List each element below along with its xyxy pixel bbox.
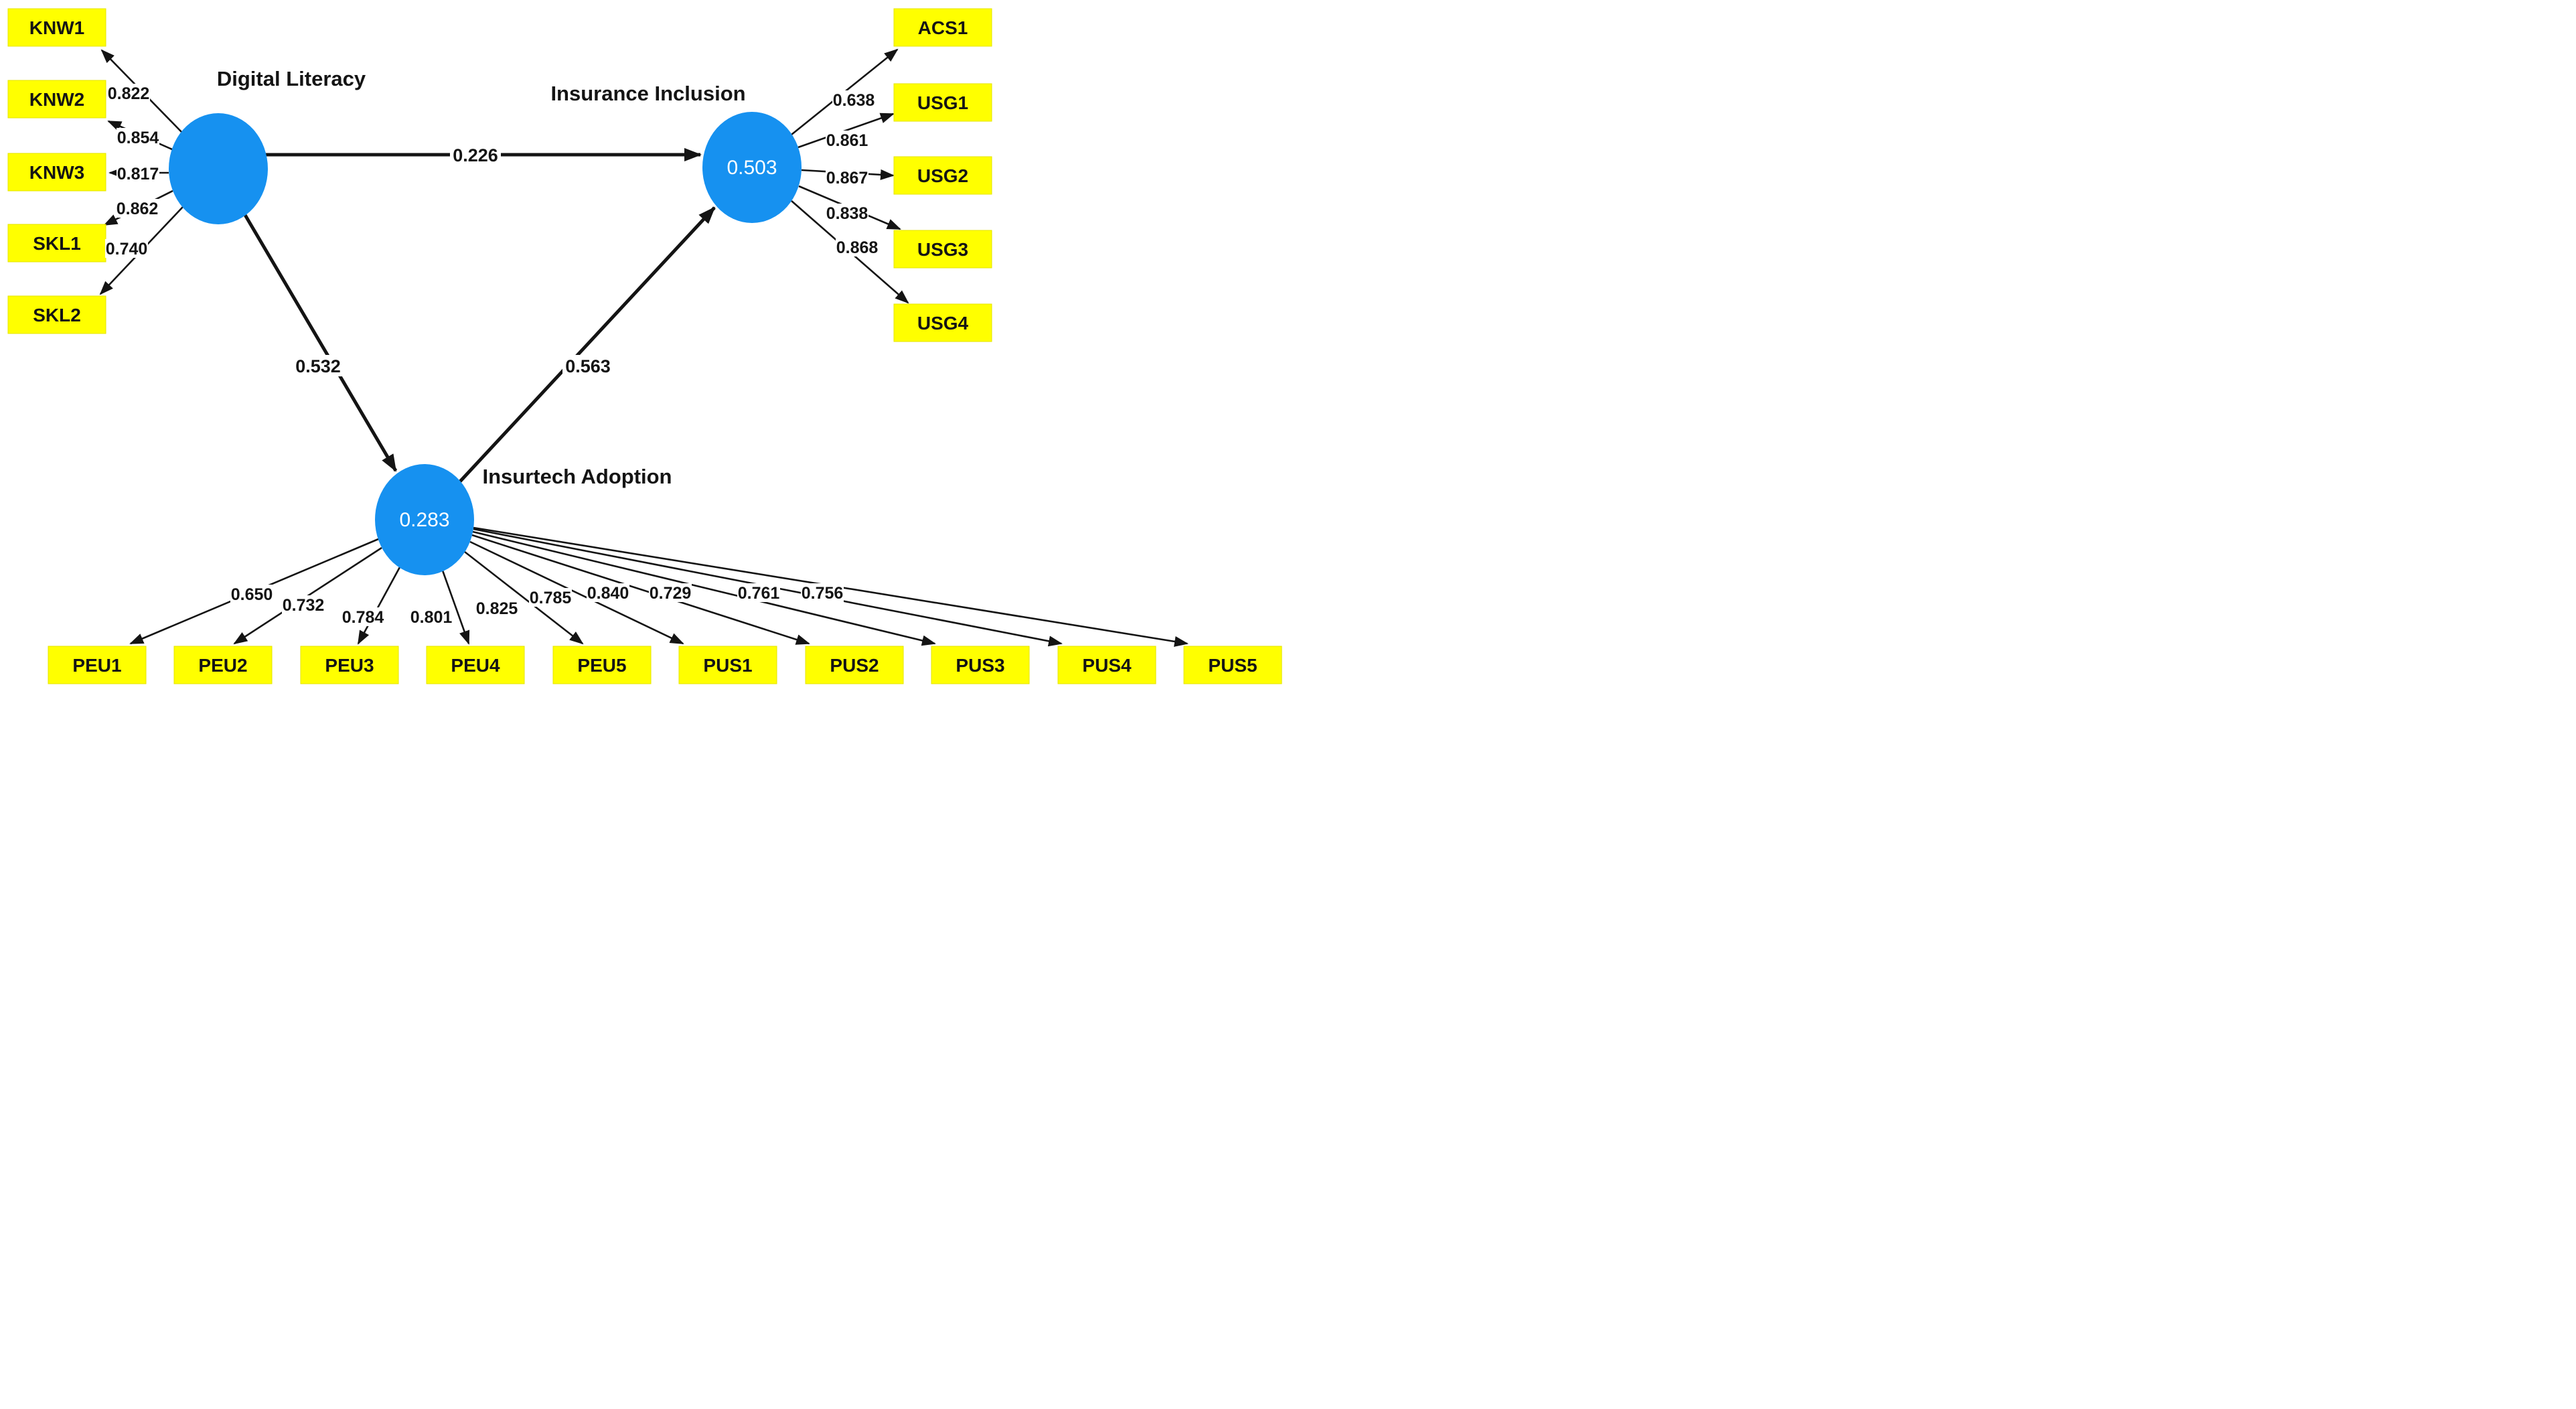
loading-label-knw2: 0.854: [117, 129, 159, 147]
indicator-label: KNW3: [29, 162, 84, 183]
indicator-label: PEU4: [451, 655, 500, 676]
arrow-ia-peu5: [464, 550, 584, 645]
indicator-label: SKL2: [33, 305, 81, 325]
loading-label-pus2: 0.840: [587, 584, 629, 603]
construct-title: Digital Literacy: [217, 67, 366, 90]
indicator-box-usg3: USG3: [893, 230, 992, 269]
indicator-label: PEU5: [577, 655, 626, 676]
indicator-label: SKL1: [33, 233, 81, 254]
construct-r2-value: 0.283: [399, 509, 449, 531]
loading-label-usg2: 0.867: [826, 169, 868, 188]
indicator-box-pus4: PUS4: [1057, 646, 1156, 684]
indicator-label: PUS3: [956, 655, 1004, 676]
indicator-box-peu5: PEU5: [552, 646, 652, 684]
indicator-label: KNW1: [29, 17, 84, 38]
indicator-box-usg2: USG2: [893, 156, 992, 195]
insurance-inclusion-loadings: 0.638 0.861 0.867 0.838 0.868: [826, 90, 879, 257]
indicator-label: PUS1: [703, 655, 752, 676]
indicator-box-pus5: PUS5: [1183, 646, 1282, 684]
indicator-label: ACS1: [918, 17, 968, 38]
loading-label-peu3: 0.784: [342, 608, 384, 627]
indicator-label: USG2: [917, 165, 968, 186]
structural-path-arrows: [243, 148, 716, 483]
indicator-box-pus2: PUS2: [805, 646, 904, 684]
indicator-box-usg1: USG1: [893, 83, 992, 122]
loading-label-pus5: 0.756: [802, 584, 844, 603]
indicator-label: USG3: [917, 239, 968, 260]
construct-insurance-inclusion: Insurance Inclusion 0.503: [550, 82, 802, 223]
arrow-ia-pus2: [471, 534, 810, 645]
structural-path-labels: 0.226 0.532 0.563: [293, 144, 613, 376]
indicator-box-usg4: USG4: [893, 303, 992, 342]
indicator-label: PUS5: [1208, 655, 1257, 676]
insurance-inclusion-indicators: ACS1 USG1 USG2 USG3 USG4: [893, 8, 992, 342]
indicator-label: PUS4: [1082, 655, 1132, 676]
diagram-canvas: KNW1 KNW2 KNW3 SKL1 SKL2 ACS1 USG1: [7, 8, 1282, 684]
indicator-label: USG1: [917, 92, 968, 113]
loading-label-peu5: 0.825: [476, 599, 518, 618]
sem-path-diagram: KNW1 KNW2 KNW3 SKL1 SKL2 ACS1 USG1: [0, 0, 1288, 704]
digital-literacy-indicators: KNW1 KNW2 KNW3 SKL1 SKL2: [7, 8, 106, 334]
digital-literacy-loadings: 0.822 0.854 0.817 0.862 0.740: [105, 84, 159, 258]
indicator-label: PEU3: [325, 655, 374, 676]
indicator-box-acs1: ACS1: [893, 8, 992, 47]
path-coefficient-ia-ii: 0.563: [565, 356, 611, 376]
indicator-label: KNW2: [29, 89, 84, 110]
indicator-box-pus3: PUS3: [931, 646, 1030, 684]
indicator-box-peu1: PEU1: [48, 646, 147, 684]
indicator-label: PEU1: [72, 655, 121, 676]
loading-label-skl2: 0.740: [106, 240, 148, 258]
loading-label-pus3: 0.729: [650, 584, 692, 603]
indicator-box-knw3: KNW3: [7, 153, 106, 192]
indicator-label: PUS2: [830, 655, 879, 676]
loading-label-peu4: 0.801: [410, 608, 453, 627]
indicator-box-skl2: SKL2: [7, 295, 106, 334]
insurtech-adoption-loadings: 0.650 0.732 0.784 0.801 0.825 0.785 0.84…: [230, 583, 844, 627]
arrow-ia-pus3: [472, 530, 936, 646]
indicator-box-skl1: SKL1: [7, 224, 106, 263]
arrow-ia-pus1: [469, 540, 684, 645]
arrow-ia-peu3: [357, 567, 401, 645]
arrow-ia-peu4: [441, 570, 470, 645]
indicator-box-peu3: PEU3: [300, 646, 399, 684]
loading-label-knw3: 0.817: [117, 165, 159, 183]
construct-title: Insurance Inclusion: [550, 82, 745, 105]
construct-r2-value: 0.503: [727, 157, 777, 179]
indicator-label: USG4: [917, 313, 969, 333]
indicator-box-pus1: PUS1: [678, 646, 777, 684]
loading-label-peu2: 0.732: [283, 596, 325, 615]
loading-label-usg4: 0.868: [836, 238, 879, 257]
indicator-box-knw1: KNW1: [7, 8, 106, 47]
path-coefficient-dl-ii: 0.226: [453, 145, 498, 165]
construct-digital-literacy: Digital Literacy: [169, 67, 366, 224]
indicator-box-knw2: KNW2: [7, 80, 106, 119]
loading-label-usg3: 0.838: [826, 204, 868, 223]
loading-label-peu1: 0.650: [231, 585, 273, 604]
indicator-box-peu4: PEU4: [426, 646, 525, 684]
path-coefficient-dl-ia: 0.532: [295, 356, 341, 376]
arrow-dl-to-ia: [243, 214, 398, 472]
construct-insurtech-adoption: Insurtech Adoption 0.283: [375, 464, 672, 575]
loading-label-pus4: 0.761: [738, 584, 780, 603]
construct-title: Insurtech Adoption: [483, 465, 672, 488]
indicator-label: PEU2: [198, 655, 247, 676]
loading-label-usg1: 0.861: [826, 131, 868, 150]
insurtech-adoption-measurement-arrows: [129, 526, 1189, 647]
loading-label-pus1: 0.785: [530, 589, 572, 607]
loading-label-acs1: 0.638: [833, 91, 875, 110]
insurtech-adoption-indicators: PEU1 PEU2 PEU3 PEU4 PEU5 PUS1 PUS2 PUS3: [48, 646, 1282, 684]
loading-label-knw1: 0.822: [108, 84, 150, 103]
arrow-ia-to-ii: [459, 206, 716, 483]
indicator-box-peu2: PEU2: [173, 646, 273, 684]
loading-label-skl1: 0.862: [117, 200, 159, 218]
